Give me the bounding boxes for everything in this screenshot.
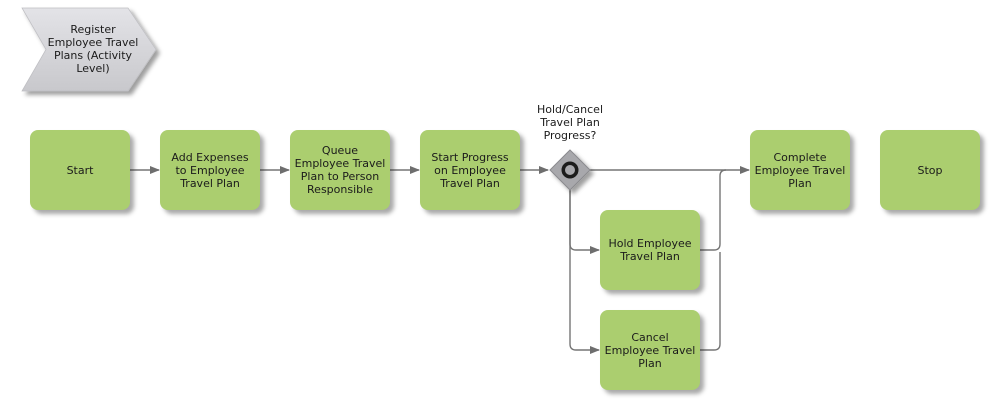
- task-add-expenses[interactable]: Add Expenses to Employee Travel Plan: [160, 130, 260, 210]
- task-queue[interactable]: Queue Employee Travel Plan to Person Res…: [290, 130, 390, 210]
- connector-cancel-to-complete: [700, 252, 721, 351]
- task-complete[interactable]: Complete Employee Travel Plan: [750, 130, 850, 210]
- process-title-chevron: [21, 7, 157, 92]
- task-stop[interactable]: Stop: [880, 130, 980, 210]
- connector-gateway-to-hold: [569, 190, 600, 254]
- process-title-label: Register Employee Travel Plans (Activity…: [47, 23, 139, 75]
- task-start-progress[interactable]: Start Progress on Employee Travel Plan: [420, 130, 520, 210]
- connector-gateway-to-cancel: [569, 190, 600, 354]
- task-start[interactable]: Start: [30, 130, 130, 210]
- gateway-diamond[interactable]: [549, 149, 591, 191]
- task-hold[interactable]: Hold Employee Travel Plan: [600, 210, 700, 290]
- task-cancel[interactable]: Cancel Employee Travel Plan: [600, 310, 700, 390]
- gateway-circle-icon: [561, 161, 579, 179]
- connector-hold-to-complete: [700, 169, 727, 251]
- gateway-question-label: Hold/Cancel Travel Plan Progress?: [536, 103, 603, 142]
